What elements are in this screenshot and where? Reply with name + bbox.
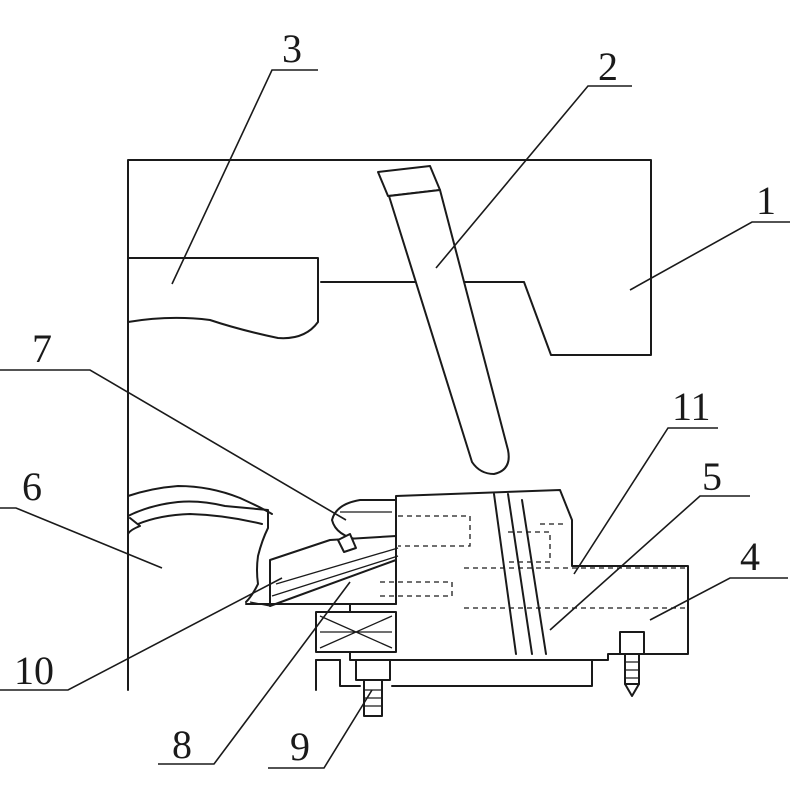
label-6: 6 (22, 464, 42, 509)
part-7-insert (331, 499, 397, 541)
leader-6 (0, 507, 163, 569)
leader-1 (629, 221, 790, 291)
part-1-mold-plate (127, 159, 652, 691)
leader-4 (649, 577, 788, 621)
leader-10 (0, 577, 283, 691)
part-2-inclined-pin (377, 165, 510, 475)
label-8: 8 (172, 722, 192, 767)
leader-2 (435, 85, 632, 269)
label-1: 1 (756, 178, 776, 223)
leader-lines (0, 69, 790, 769)
part-3-cavity (127, 257, 319, 340)
label-5: 5 (702, 454, 722, 499)
label-9: 9 (290, 724, 310, 769)
label-3: 3 (282, 26, 302, 71)
label-10: 10 (14, 648, 54, 693)
label-11: 11 (672, 384, 711, 429)
leader-5 (549, 495, 750, 631)
label-2: 2 (598, 44, 618, 89)
leader-8 (158, 581, 351, 765)
leader-3 (171, 69, 318, 285)
part-9-screw (339, 659, 593, 717)
label-4: 4 (740, 534, 760, 579)
leader-9 (268, 689, 373, 769)
leader-7 (0, 369, 347, 521)
label-7: 7 (32, 326, 52, 371)
part-labels: 1 2 3 4 5 6 7 8 9 10 11 (14, 26, 776, 769)
part-4-screw (619, 631, 645, 697)
part-6-product (127, 485, 273, 603)
leader-11 (573, 427, 718, 575)
part-8-spring (315, 611, 397, 691)
part-10-lifter (245, 533, 399, 607)
